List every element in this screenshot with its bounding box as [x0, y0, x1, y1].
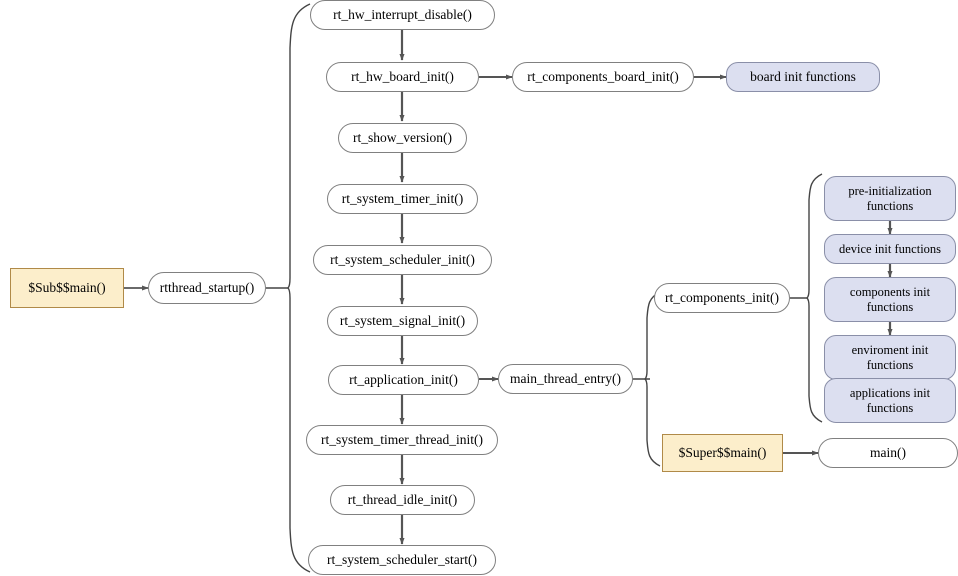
node-applications-init-functions[interactable]: applications init functions	[824, 378, 956, 423]
node-rt-system-scheduler-init[interactable]: rt_system_scheduler_init()	[313, 245, 492, 275]
node-pre-initialization-functions-label: pre-initialization functions	[848, 183, 932, 213]
node-rt-show-version-label: rt_show_version()	[353, 130, 452, 146]
node-rt-components-board-init-label: rt_components_board_init()	[527, 69, 679, 85]
node-rt-hw-board-init[interactable]: rt_hw_board_init()	[326, 62, 479, 92]
node-main[interactable]: main()	[818, 438, 958, 468]
node-rt-application-init-label: rt_application_init()	[349, 372, 458, 388]
node-super-main[interactable]: $Super$$main()	[662, 434, 783, 472]
brace-startup-sequence	[287, 3, 311, 573]
node-rt-system-scheduler-start[interactable]: rt_system_scheduler_start()	[308, 545, 496, 575]
node-board-init-functions[interactable]: board init functions	[726, 62, 880, 92]
node-rt-system-timer-init-label: rt_system_timer_init()	[341, 191, 464, 207]
node-rt-thread-idle-init[interactable]: rt_thread_idle_init()	[330, 485, 475, 515]
node-device-init-functions-label: device init functions	[838, 242, 942, 256]
node-rt-system-timer-thread-init[interactable]: rt_system_timer_thread_init()	[306, 425, 498, 455]
node-rt-system-scheduler-init-label: rt_system_scheduler_init()	[330, 252, 475, 268]
node-rt-thread-idle-init-label: rt_thread_idle_init()	[347, 492, 458, 508]
node-enviroment-init-functions-label: enviroment init functions	[851, 342, 929, 372]
node-components-init-functions[interactable]: components init functions	[824, 277, 956, 322]
node-components-init-functions-label: components init functions	[849, 284, 931, 314]
node-rtthread-startup-label: rtthread_startup()	[159, 280, 255, 296]
node-rt-hw-board-init-label: rt_hw_board_init()	[351, 69, 454, 85]
node-rt-components-init-label: rt_components_init()	[665, 290, 779, 306]
node-super-main-label: $Super$$main()	[678, 445, 767, 461]
node-rt-hw-interrupt-disable-label: rt_hw_interrupt_disable()	[333, 7, 472, 23]
node-board-init-functions-label: board init functions	[750, 69, 856, 85]
node-rt-system-signal-init[interactable]: rt_system_signal_init()	[327, 306, 478, 336]
brace-components-init	[806, 173, 823, 423]
node-rt-components-init[interactable]: rt_components_init()	[654, 283, 790, 313]
node-device-init-functions[interactable]: device init functions	[824, 234, 956, 264]
node-rt-show-version[interactable]: rt_show_version()	[338, 123, 467, 153]
node-sub-main[interactable]: $Sub$$main()	[10, 268, 124, 308]
node-rt-system-timer-init[interactable]: rt_system_timer_init()	[327, 184, 478, 214]
node-main-thread-entry[interactable]: main_thread_entry()	[498, 364, 633, 394]
node-rt-system-scheduler-start-label: rt_system_scheduler_start()	[327, 552, 477, 568]
node-sub-main-label: $Sub$$main()	[28, 280, 106, 296]
node-rt-hw-interrupt-disable[interactable]: rt_hw_interrupt_disable()	[310, 0, 495, 30]
node-rt-system-signal-init-label: rt_system_signal_init()	[339, 313, 466, 329]
node-pre-initialization-functions[interactable]: pre-initialization functions	[824, 176, 956, 221]
node-rt-components-board-init[interactable]: rt_components_board_init()	[512, 62, 694, 92]
node-rtthread-startup[interactable]: rtthread_startup()	[148, 272, 266, 304]
node-enviroment-init-functions[interactable]: enviroment init functions	[824, 335, 956, 380]
node-applications-init-functions-label: applications init functions	[849, 385, 931, 415]
node-main-label: main()	[870, 445, 906, 461]
node-rt-application-init[interactable]: rt_application_init()	[328, 365, 479, 395]
brace-main-thread-entry	[644, 291, 661, 467]
node-rt-system-timer-thread-init-label: rt_system_timer_thread_init()	[321, 432, 483, 448]
node-main-thread-entry-label: main_thread_entry()	[510, 371, 621, 387]
